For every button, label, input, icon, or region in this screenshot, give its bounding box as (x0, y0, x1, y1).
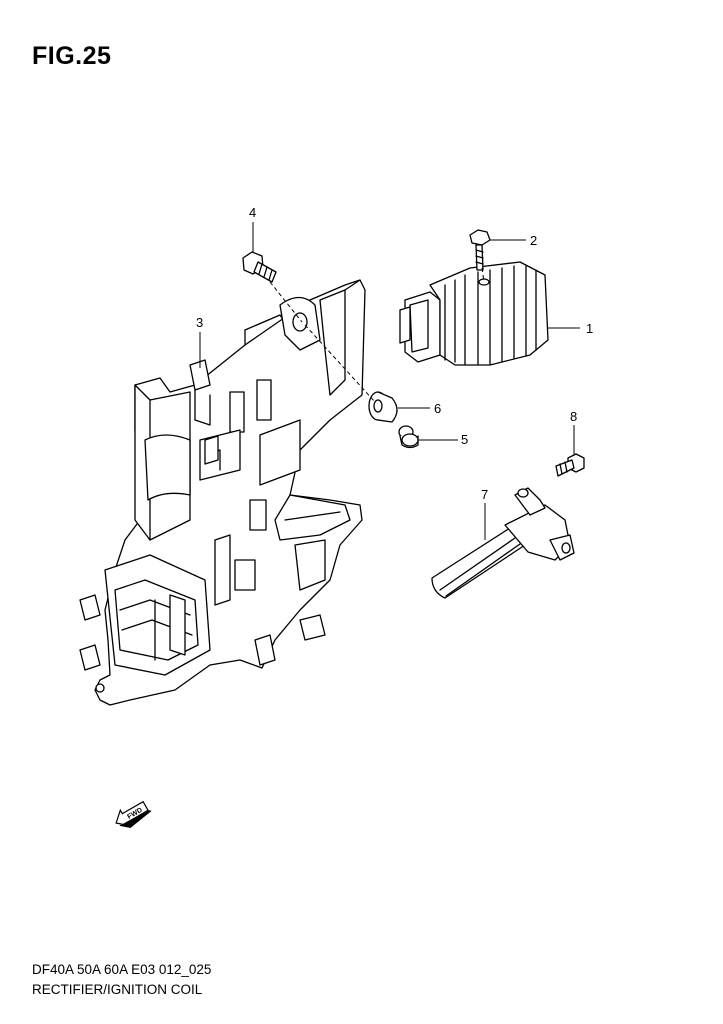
grommet-part-6 (368, 391, 398, 423)
fwd-arrow-icon: FWD (115, 800, 152, 828)
callout-3: 3 (196, 315, 203, 330)
rectifier-part-1 (399, 261, 549, 366)
bolt-part-8 (555, 453, 585, 477)
callout-8: 8 (570, 409, 577, 424)
figure-title: FIG.25 (32, 42, 112, 70)
bracket-part-3 (79, 279, 366, 706)
callout-6: 6 (434, 401, 441, 416)
model-code: DF40A 50A 60A E03 012_025 (32, 962, 212, 977)
bolt-part-2 (469, 229, 491, 271)
section-name: RECTIFIER/IGNITION COIL (32, 982, 203, 997)
callout-7: 7 (481, 487, 488, 502)
callout-1: 1 (586, 321, 593, 336)
collar-part-5 (398, 425, 419, 449)
callout-4: 4 (249, 205, 256, 220)
assembly-line-bolt-2 (481, 267, 485, 283)
bolt-part-4 (242, 251, 277, 283)
assembly-line-grommet (304, 324, 376, 403)
ignition-coil-part-7 (431, 487, 575, 599)
callout-5: 5 (461, 432, 468, 447)
assembly-line-bolt-4 (269, 281, 303, 323)
callout-2: 2 (530, 233, 537, 248)
